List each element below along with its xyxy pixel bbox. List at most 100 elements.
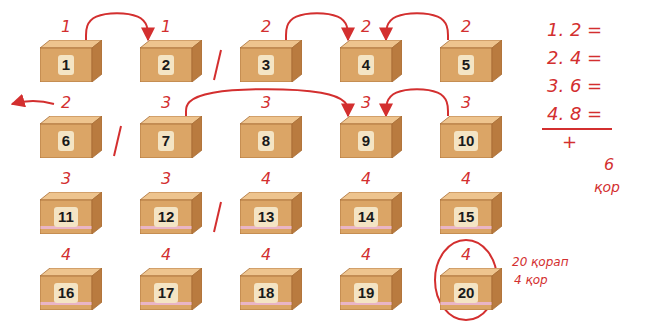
label-holder: 3 [140,94,192,112]
count-note: 4 [359,245,373,264]
box-top [340,192,402,200]
box-side [392,116,402,158]
box-number: 12 [154,207,179,227]
slash-mark [214,202,221,232]
red-arrow [186,89,348,116]
label-holder: 3 [440,94,492,112]
box-top [440,40,502,48]
box-number: 8 [258,131,274,151]
count-note: 1 [159,17,173,36]
box-face [440,124,492,158]
box-side [492,40,502,82]
box-number: 4 [358,55,374,75]
box-top [40,116,102,124]
red-arrow [386,13,448,40]
cardboard-box: 20 [440,268,502,310]
box-side [492,268,502,310]
box-front: 10 [440,124,492,158]
box-side [92,268,102,310]
slash-mark [114,126,121,156]
count-note: 3 [59,169,73,188]
label-holder: 3. 6 = [545,76,604,96]
box-side [92,40,102,82]
box-face [340,48,392,82]
box-number: 5 [458,55,474,75]
cardboard-box: 9 [340,116,402,158]
box-side [292,116,302,158]
label-holder: 2 [440,18,492,36]
label-holder: 20 қорап [510,252,571,270]
label-holder: 1. 2 = [545,20,604,40]
cardboard-box: 5 [440,40,502,82]
box-top [340,268,402,276]
box-front: 17 [140,276,192,310]
count-note: 4 [59,245,73,264]
box-face [140,200,192,234]
box-face [140,276,192,310]
handwritten-note: 1. 2 = [545,19,604,40]
box-top [440,268,502,276]
box-face [340,200,392,234]
box-side [292,192,302,234]
count-note: 3 [259,93,273,112]
box-front: 19 [340,276,392,310]
cardboard-box: 19 [340,268,402,310]
box-face [340,124,392,158]
box-side [192,268,202,310]
box-side [392,40,402,82]
cardboard-box: 11 [40,192,102,234]
box-number: 10 [454,131,479,151]
box-top [240,116,302,124]
box-face [240,124,292,158]
cardboard-box: 14 [340,192,402,234]
box-top [140,116,202,124]
box-number: 11 [54,207,78,227]
box-number: 2 [158,55,174,75]
box-front: 6 [40,124,92,158]
cardboard-box: 17 [140,268,202,310]
box-top [40,40,102,48]
count-note: 2 [459,17,473,36]
label-holder: 4. 8 = [545,104,604,124]
handwritten-note: 4 қор [512,273,550,287]
box-top [40,192,102,200]
box-front: 14 [340,200,392,234]
count-note: 3 [359,93,373,112]
box-number: 14 [354,207,379,227]
handwritten-note: + [560,131,579,152]
red-arrow [286,13,348,40]
slash-mark [214,50,221,80]
box-top [140,192,202,200]
count-note: 3 [159,169,173,188]
count-note: 1 [59,17,73,36]
box-side [292,40,302,82]
cardboard-box: 3 [240,40,302,82]
handwritten-note: 2. 4 = [545,47,604,68]
box-number: 13 [254,207,279,227]
box-face [440,48,492,82]
box-side [492,116,502,158]
box-number: 20 [454,283,479,303]
cardboard-box: 1 [40,40,102,82]
box-front: 5 [440,48,492,82]
cardboard-box: 6 [40,116,102,158]
count-note: 2 [359,17,373,36]
handwritten-note: 6 [602,155,616,174]
box-front: 16 [40,276,92,310]
box-front: 18 [240,276,292,310]
label-holder: 1 [40,18,92,36]
label-holder: 2. 4 = [545,48,604,68]
label-holder: 3 [140,170,192,188]
count-note: 3 [459,93,473,112]
box-side [192,40,202,82]
count-note: 4 [259,169,273,188]
cardboard-box: 18 [240,268,302,310]
label-holder: 4 [140,246,192,264]
box-front: 15 [440,200,492,234]
box-front: 13 [240,200,292,234]
count-note: 4 [159,245,173,264]
label-holder: + [560,132,579,152]
box-face [40,48,92,82]
box-top [440,192,502,200]
underline-mark [542,128,612,130]
